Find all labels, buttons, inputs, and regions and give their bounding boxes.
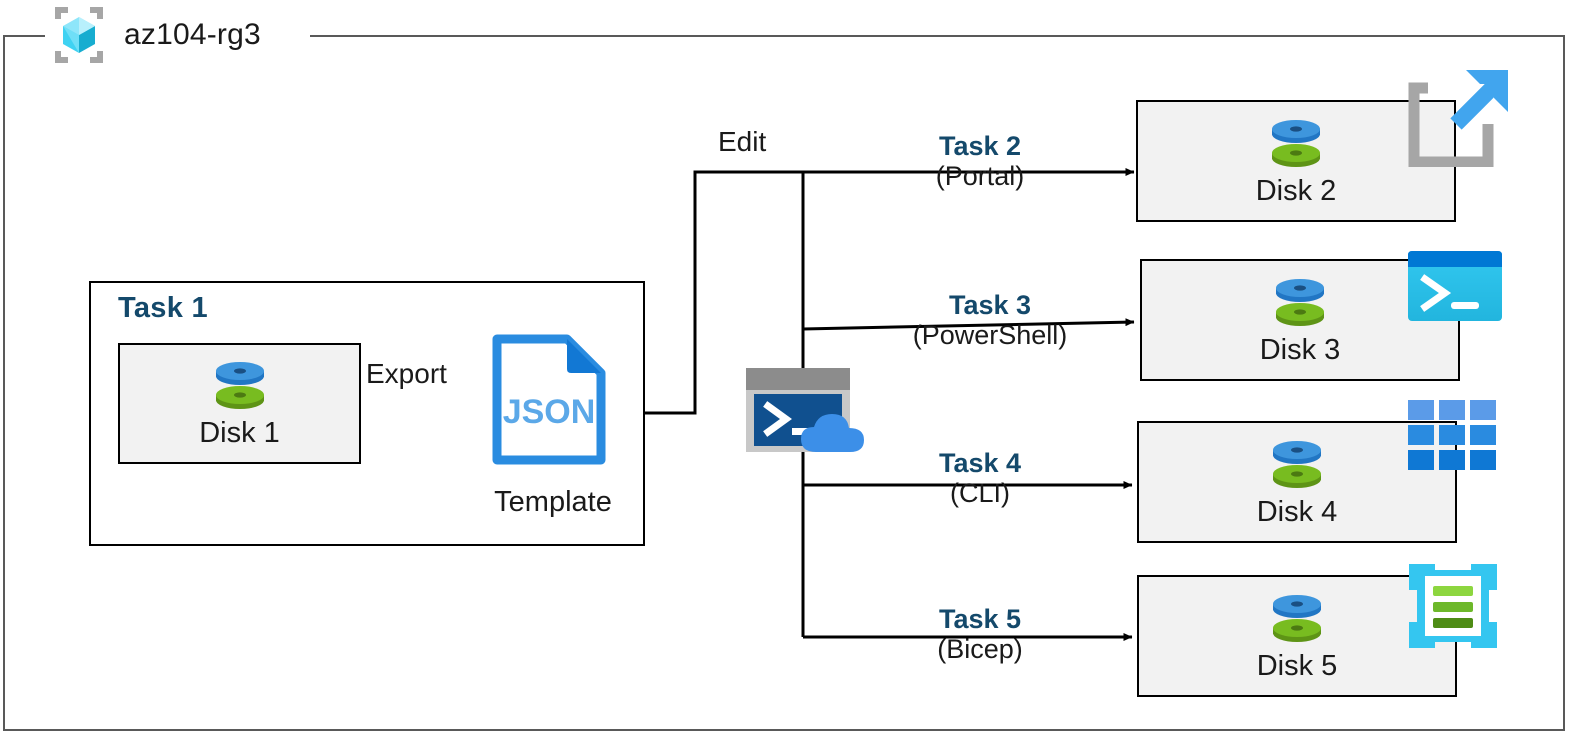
task4-edge-label: Task 4 (CLI) <box>880 448 1080 508</box>
disk5-label: Disk 5 <box>1256 649 1338 682</box>
powershell-icon[interactable] <box>1407 250 1503 322</box>
disk1-card[interactable]: Disk 1 <box>118 343 361 464</box>
task4-subtitle: (CLI) <box>950 478 1010 509</box>
json-file-icon[interactable]: JSON <box>489 333 609 466</box>
resource-group-header: az104-rg3 <box>48 2 261 68</box>
resource-group-frame-notch <box>45 33 310 41</box>
disk-icon <box>1269 591 1325 649</box>
task2-subtitle: (Portal) <box>935 161 1025 192</box>
task5-subtitle: (Bicep) <box>937 634 1023 665</box>
json-icon-text: JSON <box>503 393 596 431</box>
disk3-label: Disk 3 <box>1259 333 1341 366</box>
task1-label: Task 1 <box>118 292 208 324</box>
task5-title: Task 5 <box>938 604 1022 634</box>
template-caption: Template <box>494 486 612 518</box>
task4-title: Task 4 <box>938 448 1022 478</box>
disk-icon <box>1268 116 1324 174</box>
cli-grid-icon[interactable] <box>1408 400 1496 470</box>
resource-group-frame <box>3 35 1565 731</box>
task3-edge-label: Task 3 (PowerShell) <box>880 290 1100 350</box>
cloud-shell-icon[interactable] <box>744 366 866 458</box>
task3-title: Task 3 <box>948 290 1032 320</box>
disk5-card[interactable]: Disk 5 <box>1137 575 1457 697</box>
task5-edge-label: Task 5 (Bicep) <box>880 604 1080 664</box>
task2-edge-label: Task 2 (Portal) <box>880 131 1080 191</box>
task3-subtitle: (PowerShell) <box>912 320 1068 351</box>
disk4-card[interactable]: Disk 4 <box>1137 421 1457 543</box>
disk2-label: Disk 2 <box>1255 174 1337 207</box>
export-label: Export <box>366 358 447 389</box>
disk-icon <box>1269 437 1325 495</box>
bicep-icon[interactable] <box>1405 560 1501 652</box>
disk-icon <box>212 358 268 416</box>
resource-group-name: az104-rg3 <box>124 18 261 51</box>
task2-title: Task 2 <box>938 131 1022 161</box>
disk2-card[interactable]: Disk 2 <box>1136 100 1456 222</box>
resource-group-cube-icon <box>48 4 110 66</box>
disk4-label: Disk 4 <box>1256 495 1338 528</box>
disk1-label: Disk 1 <box>199 417 280 450</box>
disk3-card[interactable]: Disk 3 <box>1140 259 1460 381</box>
disk-icon <box>1272 275 1328 333</box>
edit-label: Edit <box>718 126 767 157</box>
portal-icon[interactable] <box>1404 62 1514 168</box>
